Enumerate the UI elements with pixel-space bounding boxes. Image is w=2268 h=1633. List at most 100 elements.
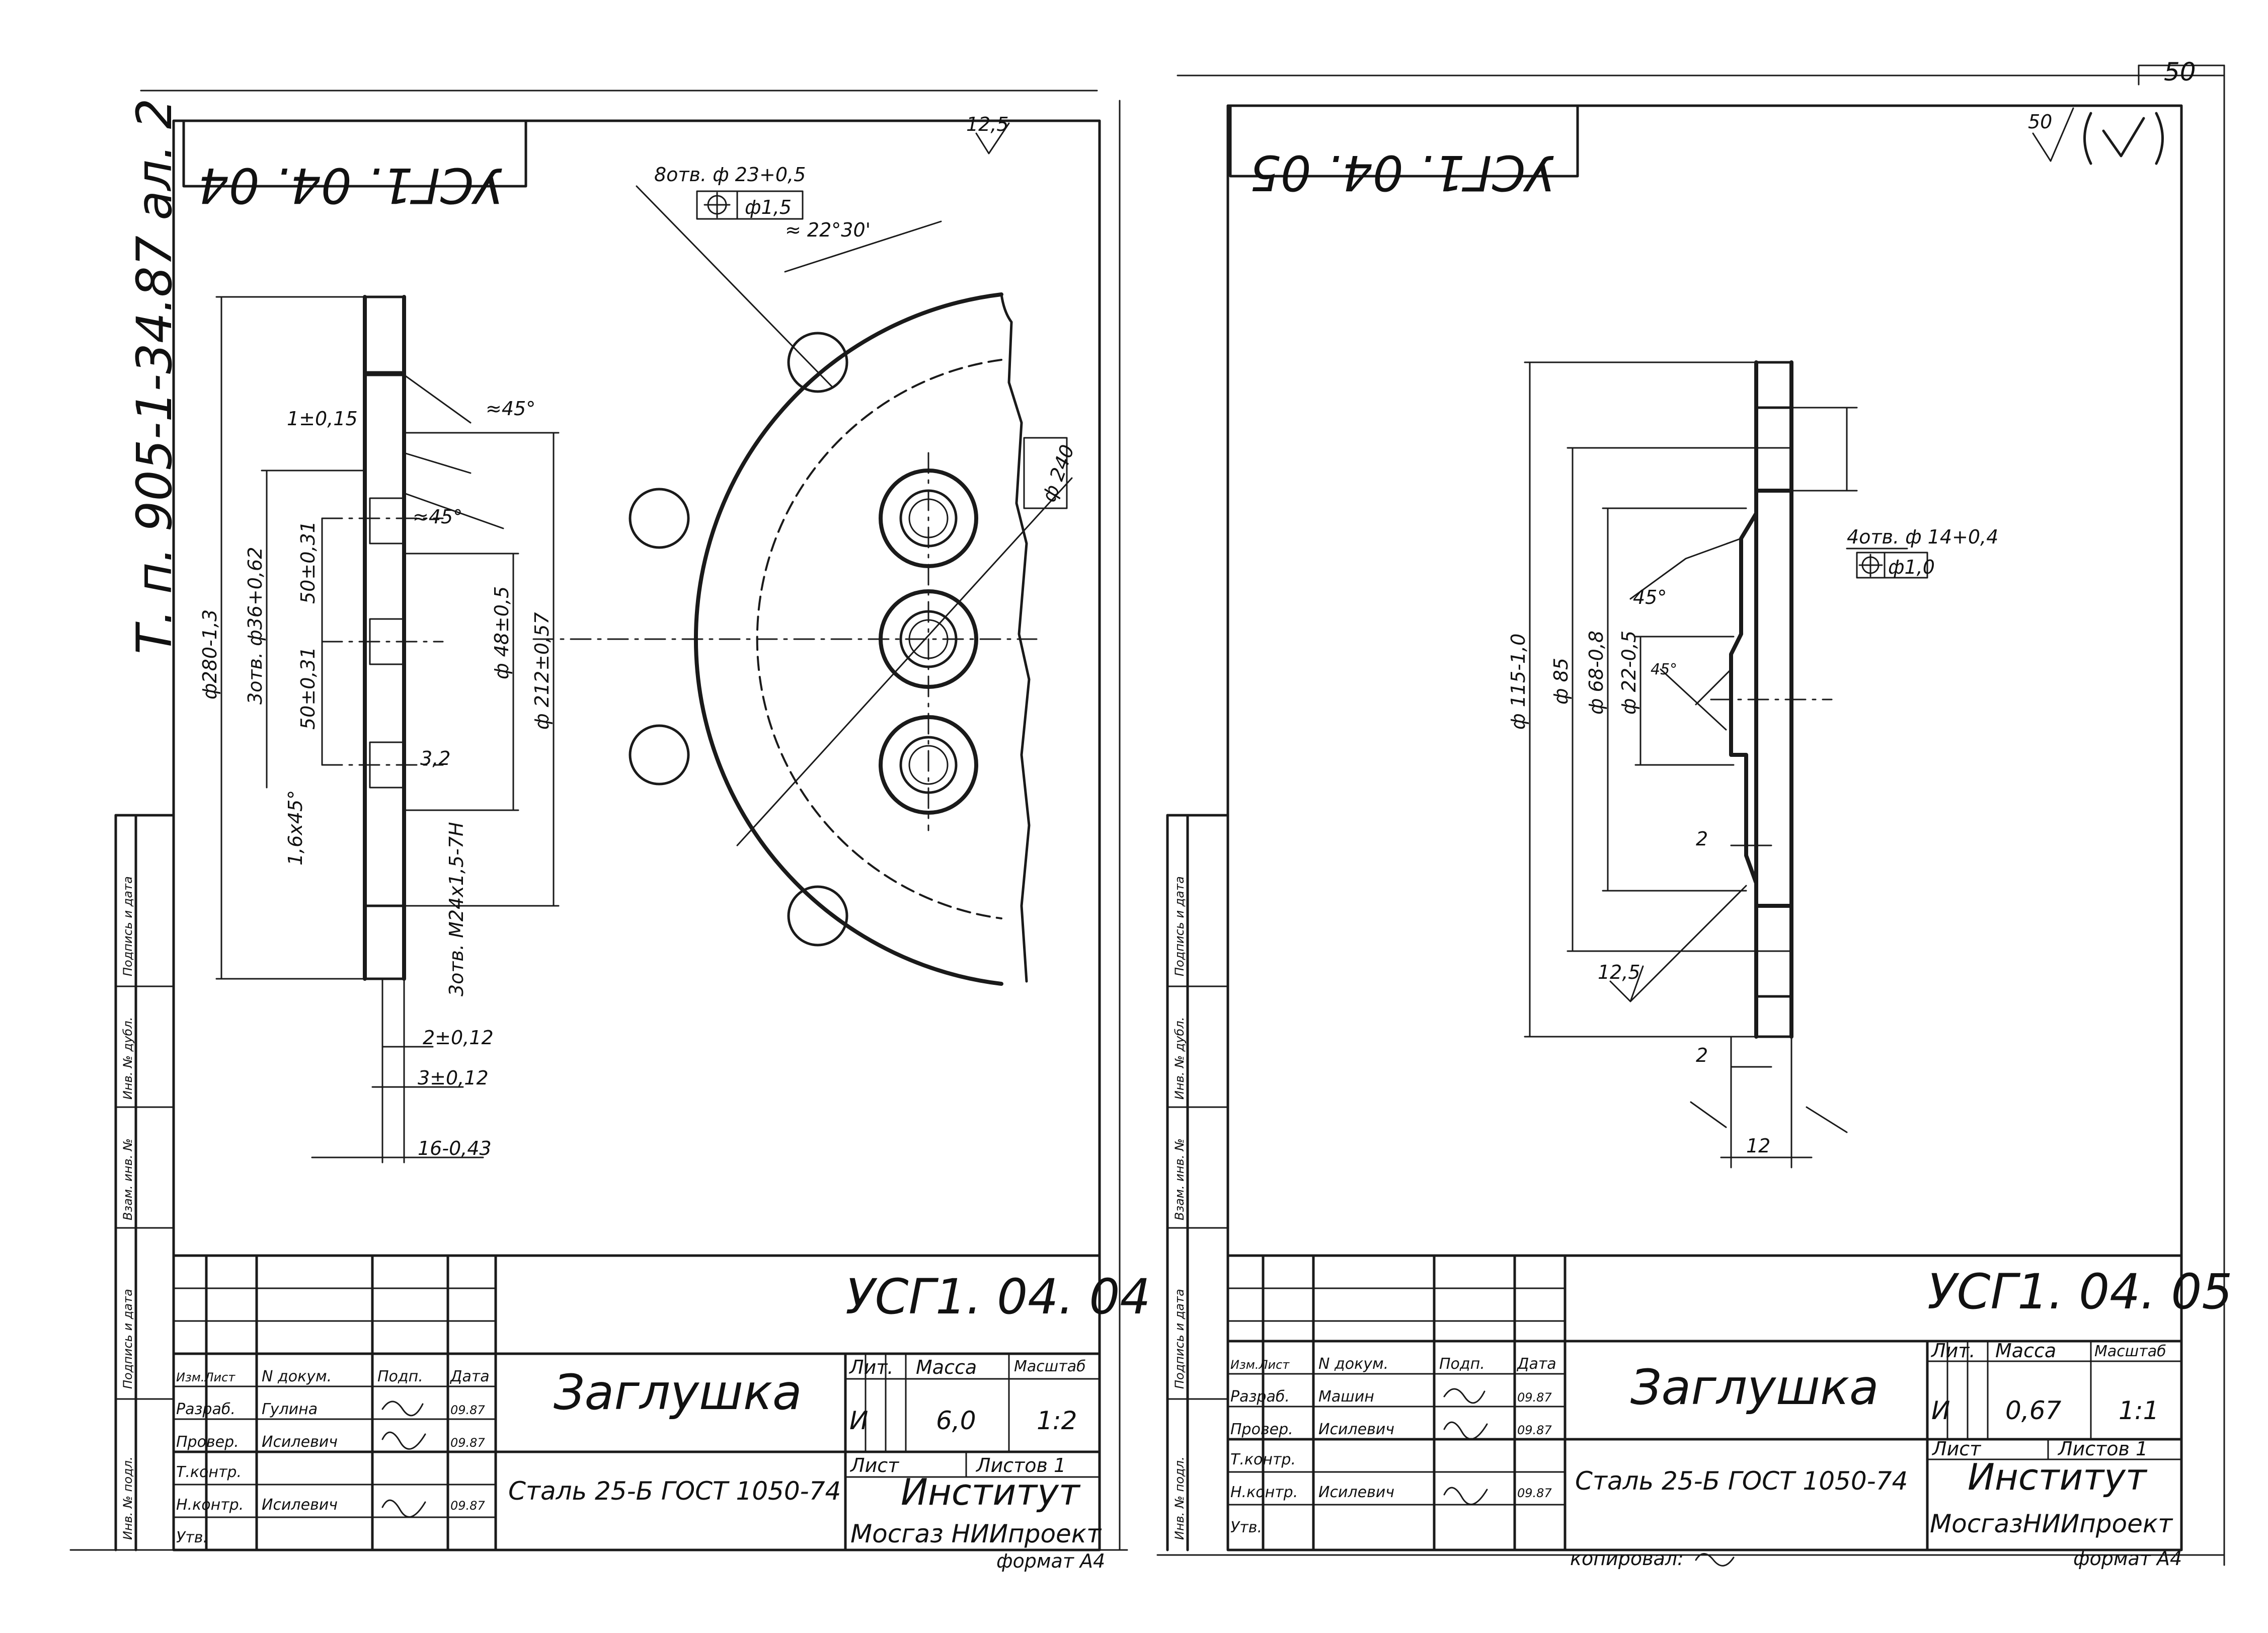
boss-3	[879, 715, 978, 815]
s2-date-2: 09.87	[1517, 1423, 1552, 1437]
s2-name-1: Машин	[1318, 1388, 1374, 1406]
s1-date-1: 09.87	[450, 1403, 485, 1417]
bolt-hole-3	[629, 724, 690, 786]
s2-side-stamp-dup: Инв. № дубл.	[1172, 1017, 1187, 1100]
sheet1-org1: Институт	[901, 1471, 1081, 1513]
dim-thread: 3отв. M24x1,5-7Н	[445, 822, 467, 996]
side-stamp-inv: Инв. № подл.	[121, 1456, 135, 1540]
s1-name-0: N докум.	[262, 1368, 332, 1385]
s1-sign-0: Подп.	[377, 1368, 423, 1385]
sheet2-roughness-mark: 50	[2028, 107, 2164, 165]
s2-role-4: Н.контр.	[1230, 1484, 1298, 1501]
s2-signature-2	[1443, 1421, 1488, 1440]
sheet2-section-labels: ф 115-1,0 ф 85 ф 68-0,8 ф 22-0,5 45° 45°…	[1507, 526, 1998, 1157]
dim-45-b: 45°	[1651, 661, 1677, 678]
sheet2-code: УСГ1. 04. 05	[1927, 1264, 2232, 1320]
dim-2-a: 2	[1696, 828, 1708, 850]
svg-text:50: 50	[2028, 111, 2052, 133]
side-stamp-replace: Взам. инв. №	[121, 1138, 135, 1220]
s2-sign-0: Подп.	[1439, 1355, 1485, 1373]
s1-name-4: Исилевич	[262, 1496, 338, 1514]
sheet1-material: Сталь 25-Б ГОСТ 1050-74	[508, 1476, 841, 1506]
sheet2-sheets: Листов 1	[2057, 1438, 2148, 1460]
s2-side-stamp-replace: Взам. инв. №	[1172, 1138, 1187, 1220]
position-tol-1: ф1,5	[745, 196, 792, 218]
s2-role-3: Т.контр.	[1230, 1451, 1296, 1468]
sheet1-scale: 1:2	[1037, 1406, 1077, 1435]
sheet2-mass: 0,67	[2005, 1396, 2062, 1425]
sheet2-org2: МосгазНИИпроект	[1930, 1509, 2173, 1538]
sheet1-section-view	[215, 295, 560, 1163]
dim-t3: 3±0,12	[418, 1067, 489, 1089]
dim-t16: 16-0,43	[418, 1137, 492, 1159]
s1-role-3: Т.контр.	[176, 1463, 242, 1481]
sheet2-copied: копировал:	[1570, 1547, 1684, 1570]
side-stamp-sign2: Подпись и дата	[121, 876, 135, 976]
dim-d280: ф280-1,3	[199, 609, 221, 699]
dim-d22: ф 22-0,5	[1618, 631, 1640, 715]
sheet1-front-view	[532, 185, 1073, 986]
s2-signature-3	[1443, 1487, 1488, 1505]
holes-note-8: 8отв. ф 23+0,5	[654, 164, 806, 186]
dim-12: 12	[1746, 1135, 1770, 1157]
sheet1-stamp-text: УСГ1. 04. 04	[198, 157, 503, 213]
dim-2-b: 2	[1696, 1044, 1708, 1066]
s2-copy-signature	[1695, 1553, 1735, 1567]
sheet1-h-lit: Лит.	[848, 1356, 894, 1378]
s2-role-0: Изм.Лист	[1230, 1358, 1290, 1372]
s2-side-stamp-inv: Инв. № подл.	[1172, 1456, 1187, 1540]
sheet1-code: УСГ1. 04. 04	[845, 1269, 1150, 1325]
sheet2-format: формат А4	[2073, 1547, 2182, 1570]
sheet1-h-scale: Масштаб	[1014, 1358, 1086, 1375]
sheet1-org2: Мосгаз НИИпроект	[850, 1519, 1102, 1548]
holes-note-4: 4отв. ф 14+0,4	[1847, 526, 1998, 548]
s2-date-4: 09.87	[1517, 1486, 1552, 1500]
s2-role-2: Провер.	[1230, 1421, 1293, 1438]
sheet1-stamp-box: УСГ1. 04. 04	[182, 119, 527, 213]
dim-d115: ф 115-1,0	[1507, 634, 1529, 730]
s1-name-2: Исилевич	[262, 1433, 338, 1451]
s2-role-5: Утв.	[1230, 1519, 1262, 1536]
dim-angle-a: ≈45°	[486, 398, 535, 420]
sheet2-material: Сталь 25-Б ГОСТ 1050-74	[1575, 1466, 1908, 1496]
s1-signature-2	[381, 1431, 426, 1450]
s1-role-2: Провер.	[176, 1433, 239, 1451]
sheet2-frame	[1166, 104, 2183, 1551]
sheet1-section-labels: 1±0,15 ≈45° ≈45° 3,2 2±0,12 3±0,12 16-0,…	[199, 398, 553, 1159]
s2-name-0: N докум.	[1318, 1355, 1388, 1373]
dim-d212: ф 212±0,57	[531, 612, 553, 730]
side-stamp-dup: Инв. № дубл.	[121, 1017, 135, 1100]
sheet2-org1: Институт	[1968, 1456, 2148, 1498]
sheet1-part-name: Заглушка	[554, 1364, 802, 1421]
dim-d85: ф 85	[1550, 658, 1572, 705]
dim-3holes: 3отв. ф36+0,62	[244, 547, 266, 705]
dim-tol-top: 1±0,15	[287, 408, 358, 430]
s1-date-4: 09.87	[450, 1499, 485, 1513]
s2-side-stamp-sign1: Подпись и дата	[1172, 1289, 1187, 1389]
svg-text:12,5: 12,5	[966, 113, 1009, 135]
sheet1-sheets: Листов 1	[975, 1454, 1066, 1476]
s2-date-1: 09.87	[1517, 1390, 1552, 1405]
boss-1	[879, 469, 978, 568]
s1-role-5: Утв.	[176, 1529, 208, 1546]
s1-role-0: Изм.Лист	[176, 1370, 236, 1384]
sheet2-section-view	[1524, 360, 1928, 1169]
boss-2	[879, 589, 978, 689]
sheet1-side-stamps: Инв. № подл. Подпись и дата Взам. инв. №…	[121, 876, 135, 1540]
sheet1-mass: 6,0	[936, 1406, 976, 1435]
sheet2-h-mass: Масса	[1995, 1340, 2056, 1362]
bolt-hole-4	[787, 885, 848, 947]
dim-pitch-a: 50±0,31	[297, 521, 319, 604]
dim-angle-b: ≈45°	[413, 506, 462, 528]
page-number: 50	[2164, 57, 2196, 87]
sheet1-lit: И	[849, 1406, 868, 1435]
sheet2-h-scale: Масштаб	[2094, 1343, 2166, 1360]
dim-chamfer: 1,6x45°	[284, 790, 306, 866]
sheet1-title-texts: УСГ1. 04. 04 Заглушка Сталь 25-Б ГОСТ 10…	[176, 1269, 1150, 1572]
s2-role-1: Разраб.	[1230, 1388, 1290, 1406]
pcd-240: ф 240	[1038, 442, 1078, 505]
dim-12-5: 12,5	[1598, 961, 1640, 983]
sheet1-title-block	[172, 1254, 1101, 1551]
s2-name-2: Исилевич	[1318, 1421, 1394, 1438]
